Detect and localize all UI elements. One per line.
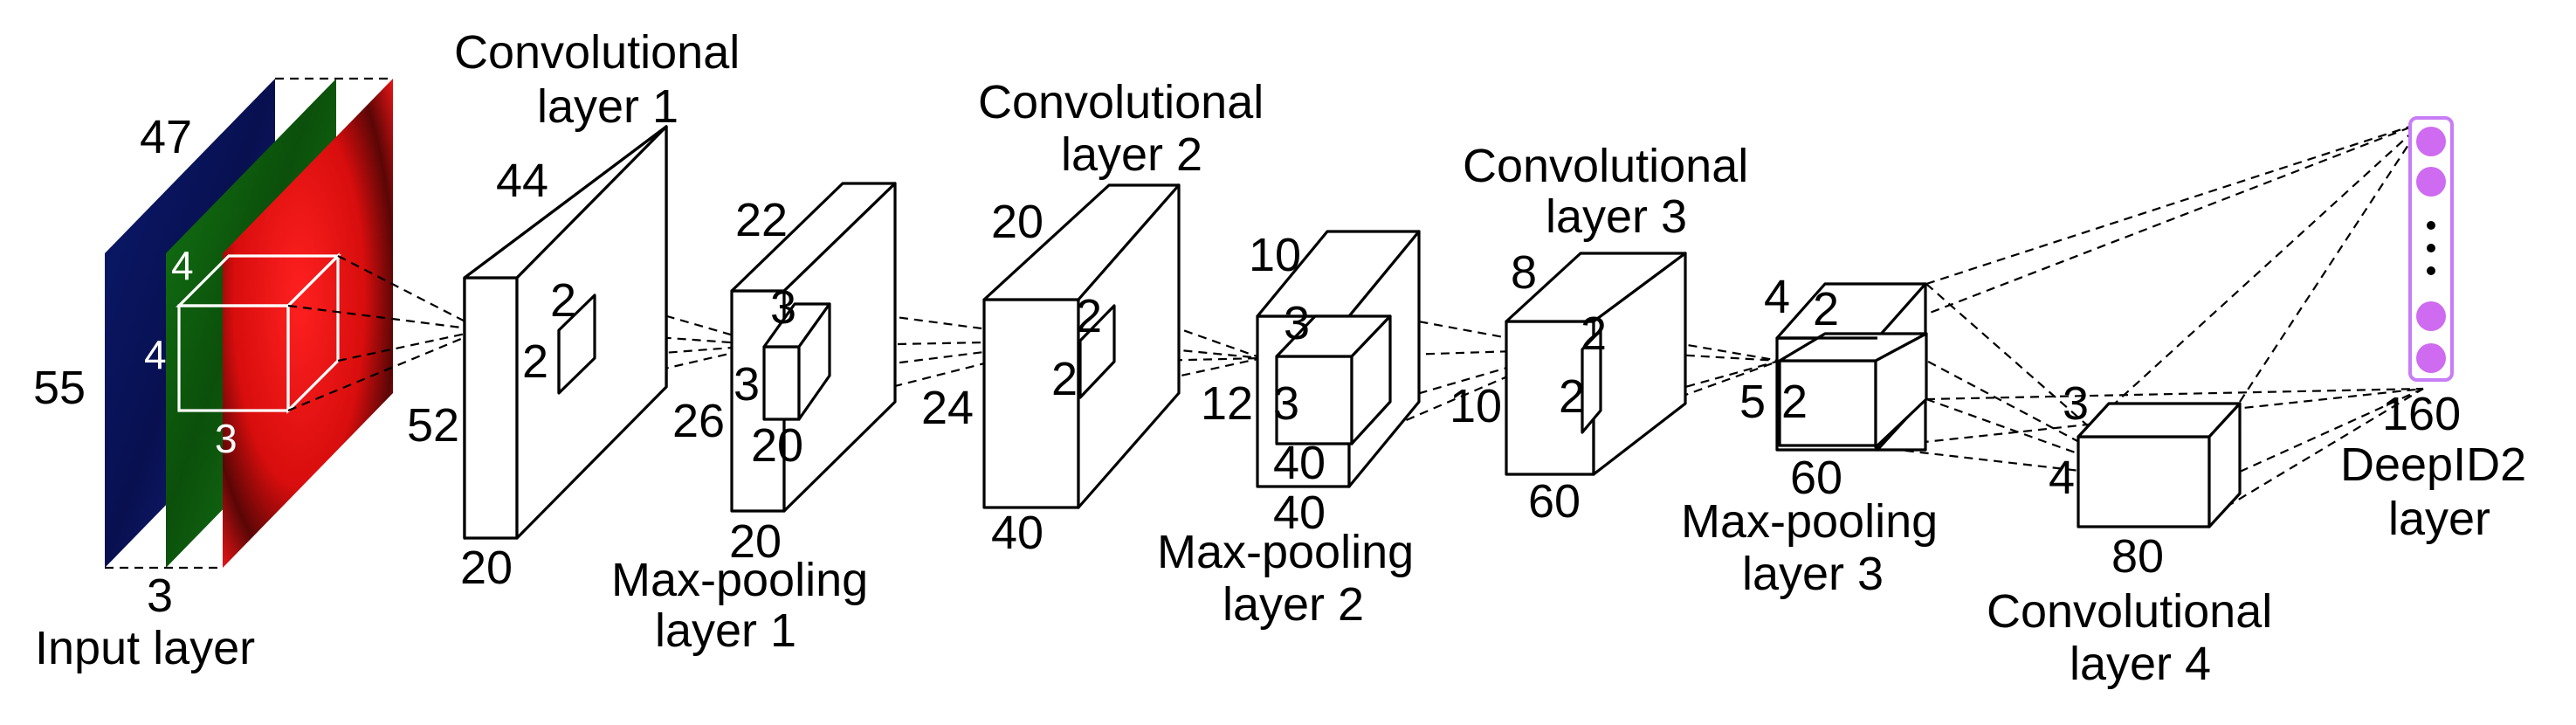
deepid2-ellipsis-dot (2427, 244, 2435, 252)
pool3-depth-label: 60 (1790, 452, 1842, 504)
conv2-title-line2: layer 2 (1061, 128, 1202, 181)
conv4-depth-label: 80 (2111, 530, 2164, 583)
conv1-height-label: 52 (407, 399, 459, 452)
pool1-kernel-label-a: 3 (770, 281, 796, 334)
deepid2-ellipsis-dot (2427, 221, 2435, 230)
conv3-title-line2: layer 3 (1546, 190, 1687, 243)
conv2-kernel-label-b: 2 (1051, 353, 1078, 405)
pool1-kernel-label-b: 3 (734, 358, 760, 411)
conv2-depth-label: 40 (991, 507, 1043, 559)
conv-layer-2: Convolutional layer 2 20 24 40 2 2 (921, 76, 1264, 559)
pool2-kernel-label-b: 3 (1273, 377, 1299, 430)
pool2-title-line1: Max-pooling (1157, 526, 1414, 578)
max-pooling-layer-3: 4 2 5 2 60 Max-pooling layer 3 (1681, 271, 1938, 600)
deepid2-neuron (2416, 301, 2446, 331)
input-layer: 4 4 3 47 55 3 Input layer (33, 77, 393, 674)
input-filter-label-b: 4 (144, 332, 167, 377)
max-pooling-layer-1: 22 26 20 3 3 20 Max-pooling layer 1 (611, 182, 897, 657)
conv2-title-line1: Convolutional (978, 76, 1264, 128)
conv2-width-label: 20 (991, 196, 1043, 248)
pool2-kernel-label-c: 40 (1273, 437, 1326, 489)
pool1-title-line2: layer 1 (655, 604, 796, 657)
deepid2-ellipsis-dot (2427, 266, 2435, 275)
max-pooling-layer-2: 10 12 40 3 3 40 Max-pooling layer 2 (1157, 229, 1421, 631)
conv4-height-label: 4 (2049, 452, 2075, 504)
pool2-kernel-label-a: 3 (1284, 297, 1310, 349)
deepid2-neuron (2416, 127, 2446, 156)
pool3-kernel-label-a: 2 (1813, 283, 1839, 335)
conv3-height-label: 10 (1450, 380, 1502, 432)
input-channels-label: 3 (147, 570, 173, 622)
conv4-title-line2: layer 4 (2070, 638, 2211, 690)
deepid2-size-label: 160 (2382, 388, 2461, 440)
pool1-height-label: 26 (672, 395, 725, 447)
input-layer-title: Input layer (35, 622, 255, 674)
conv1-title-line2: layer 1 (537, 80, 678, 133)
deepid2-title-line2: layer (2388, 493, 2490, 545)
conv-layer-3: Convolutional layer 3 8 10 60 2 2 (1450, 140, 1748, 528)
input-filter-label-c: 3 (215, 416, 238, 461)
conv-layer-1: Convolutional layer 1 44 52 20 2 2 (407, 26, 740, 594)
pool2-title-line2: layer 2 (1223, 578, 1364, 631)
deepid2-title-line1: DeepID2 (2340, 438, 2526, 491)
conv3-width-label: 8 (1511, 246, 1537, 299)
deepid2-layer: 160 DeepID2 layer (2340, 116, 2526, 545)
pool1-kernel-label-c: 20 (751, 419, 803, 472)
pool3-height-label: 5 (1739, 376, 1766, 428)
pool1-width-label: 22 (735, 194, 788, 246)
conv3-kernel-label-a: 2 (1581, 307, 1607, 360)
pool3-kernel-label-b: 2 (1781, 376, 1808, 428)
conv1-depth-label: 20 (460, 542, 513, 594)
conv3-depth-label: 60 (1528, 475, 1581, 528)
pool1-depth-label: 20 (729, 515, 782, 568)
input-channel-red (223, 79, 393, 568)
conv2-kernel-label-a: 2 (1076, 290, 1102, 342)
conv1-width-label: 44 (496, 155, 548, 207)
pool2-height-label: 12 (1201, 377, 1253, 430)
pool3-title-line2: layer 3 (1742, 548, 1884, 600)
conv-layer-4: 3 4 80 Convolutional layer 4 (1987, 377, 2272, 690)
deepid2-neuron (2416, 167, 2446, 197)
input-height-label: 55 (33, 362, 86, 414)
conv4-title-line1: Convolutional (1987, 585, 2272, 638)
pool3-width-label: 4 (1764, 271, 1790, 323)
input-filter-label-a: 4 (171, 243, 194, 288)
deepid2-neuron (2416, 343, 2446, 373)
conv1-title-line1: Convolutional (454, 26, 740, 79)
conv3-kernel-label-b: 2 (1559, 370, 1585, 423)
conv4-width-label: 3 (2063, 377, 2089, 430)
conv3-title-line1: Convolutional (1463, 140, 1748, 192)
input-width-label: 47 (140, 111, 192, 163)
pool2-width-label: 10 (1249, 229, 1301, 281)
pool1-title-line1: Max-pooling (611, 554, 868, 606)
pool2-depth-label: 40 (1273, 487, 1326, 539)
pool3-title-line1: Max-pooling (1681, 495, 1938, 548)
conv1-kernel-label-b: 2 (522, 335, 548, 388)
conv1-kernel-label-a: 2 (550, 274, 576, 327)
conv2-height-label: 24 (921, 382, 974, 434)
